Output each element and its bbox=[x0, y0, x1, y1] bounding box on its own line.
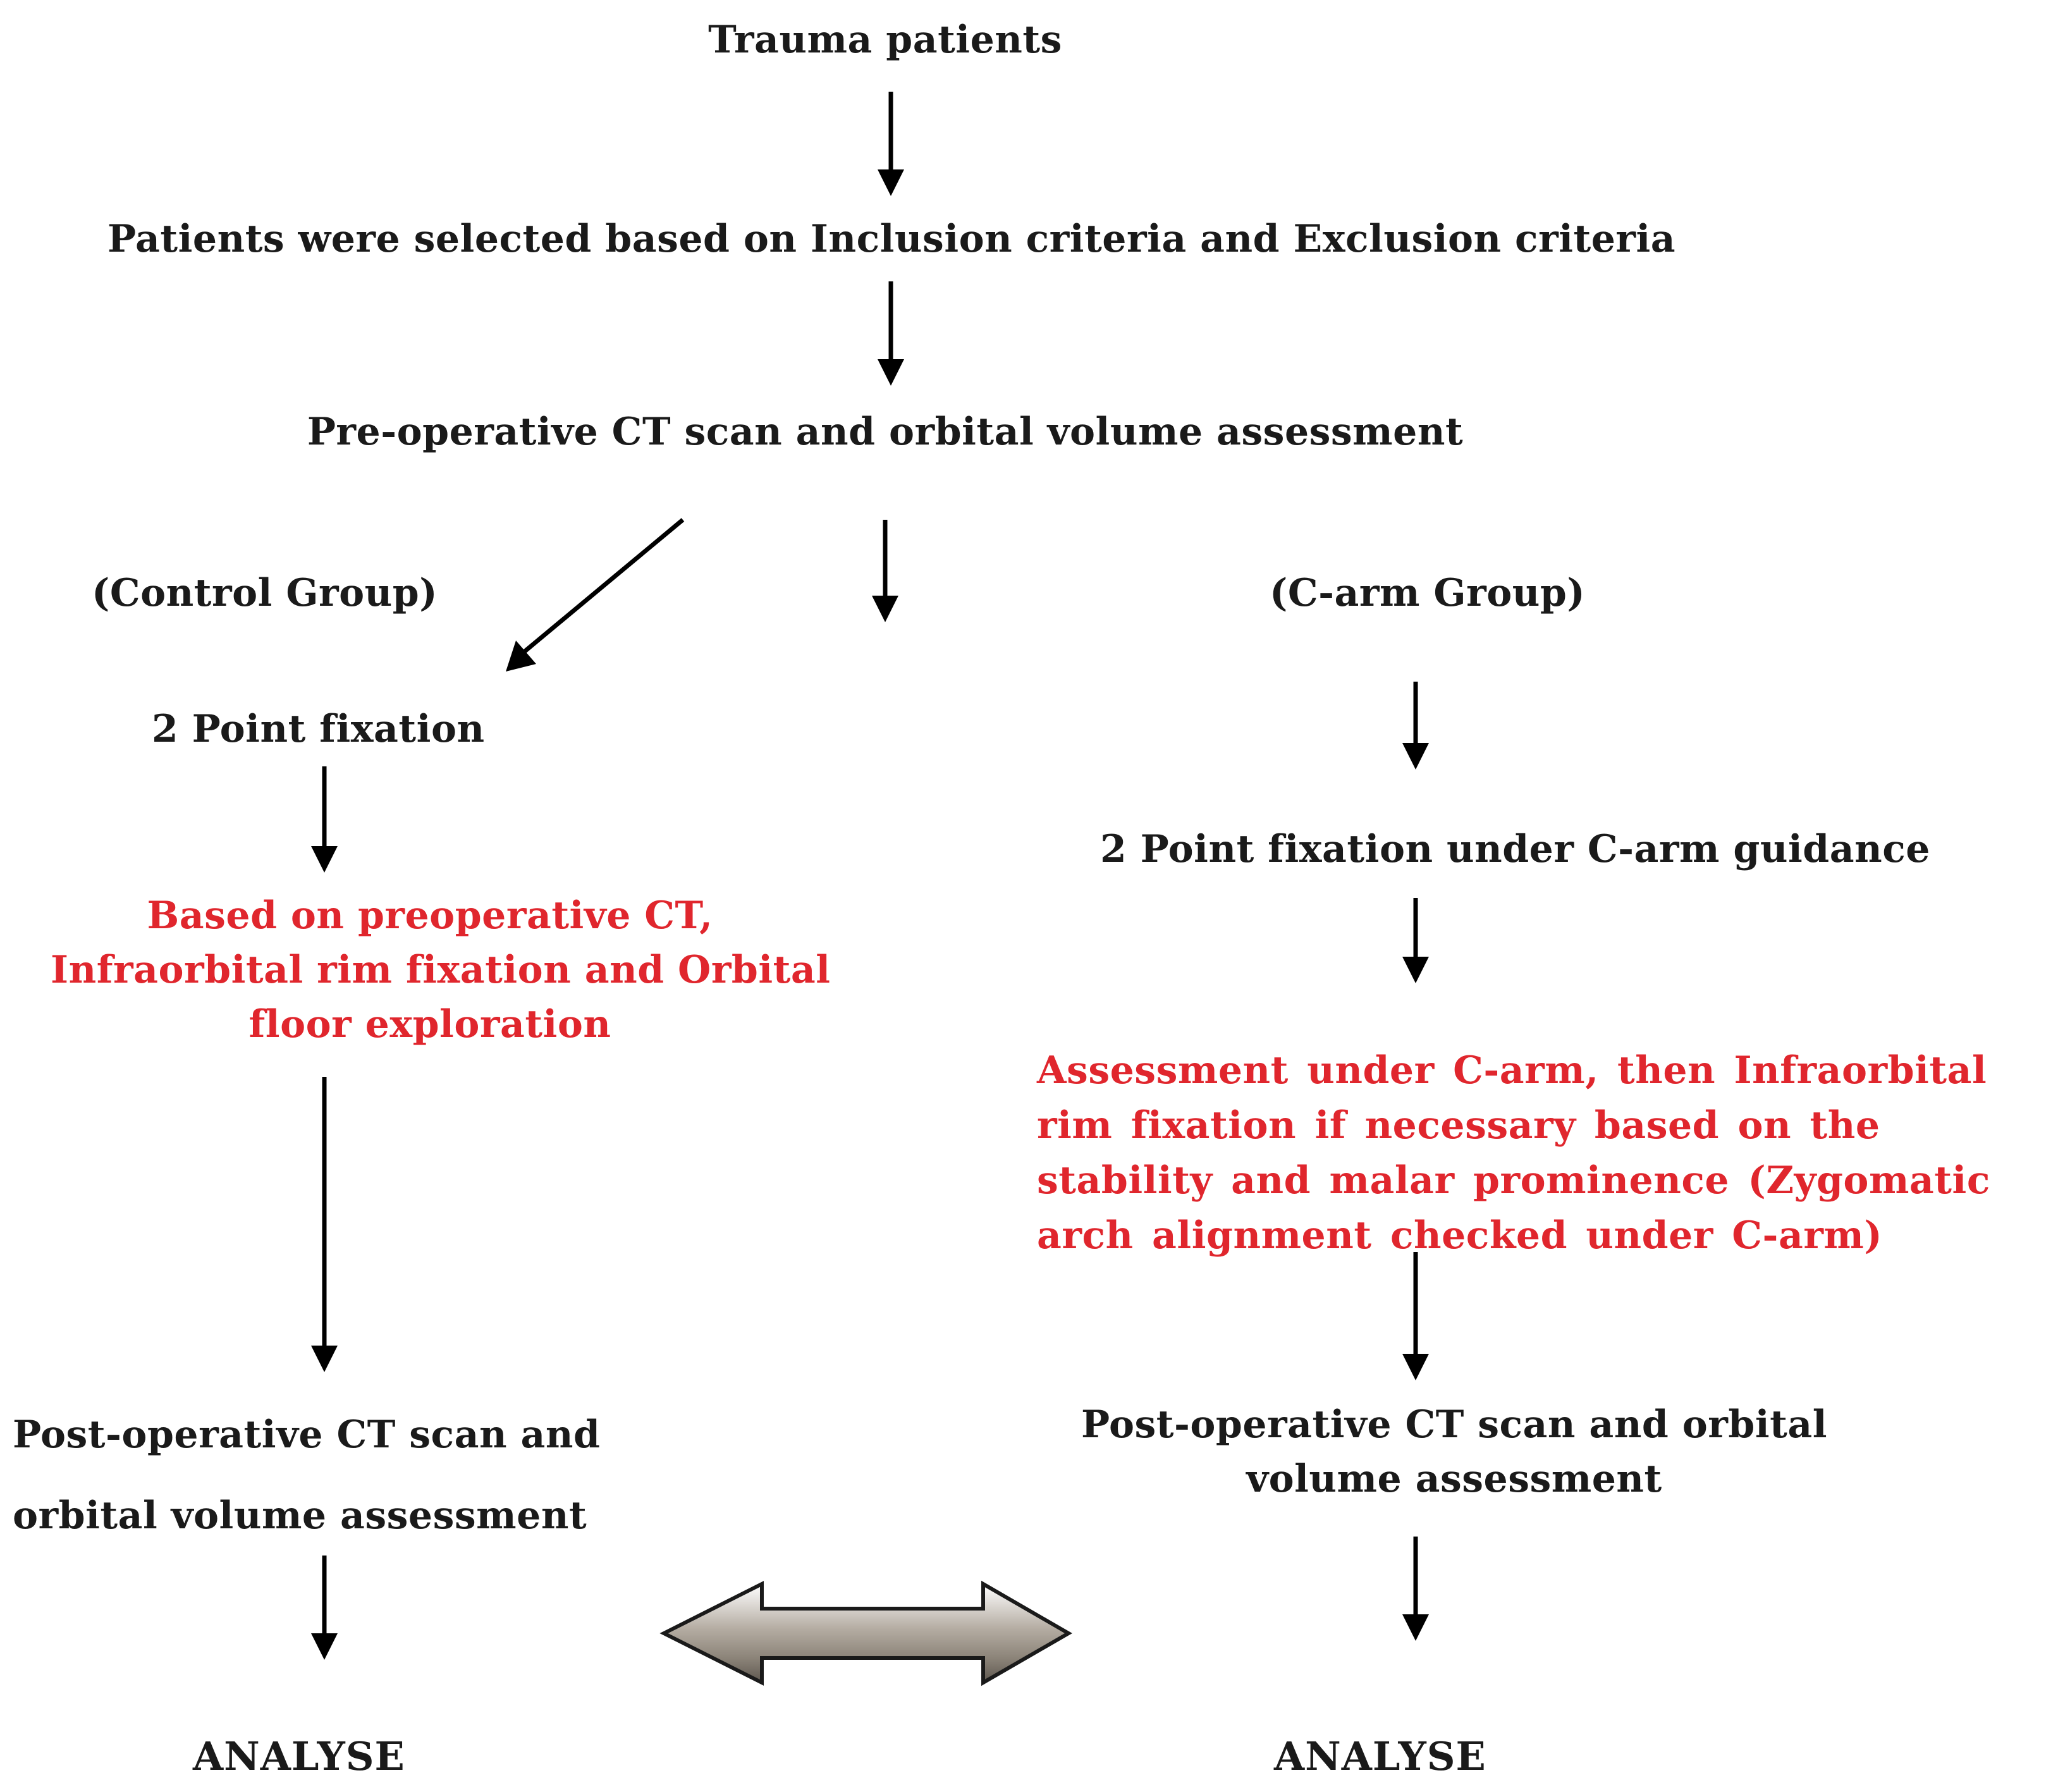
carm-postop-line-1: Post-operative CT scan and orbital bbox=[1081, 1402, 1828, 1447]
carm-fixation-node: 2 Point fixation under C-arm guidance bbox=[1100, 827, 1930, 871]
double-headed-arrow-icon bbox=[659, 1580, 1072, 1686]
arrow-selection-to-preop bbox=[878, 281, 904, 386]
trauma-patients-node: Trauma patients bbox=[708, 18, 1062, 62]
control-postop-line-2: orbital volume assessment bbox=[13, 1494, 587, 1538]
arrow-control-fixation-to-red bbox=[311, 766, 338, 873]
arrow-control-postop-to-analyse bbox=[311, 1556, 338, 1660]
carm-postop-node: Post-operative CT scan and orbital volum… bbox=[1043, 1397, 1865, 1506]
carm-red-node: Assessment under C-arm, then Infraorbita… bbox=[1037, 1048, 1990, 1258]
arrow-carm-red-to-postop bbox=[1402, 1252, 1429, 1380]
control-red-node: Based on preoperative CT, Infraorbital r… bbox=[51, 888, 831, 1052]
control-red-line-2: Infraorbital rim fixation and Orbital bbox=[51, 948, 831, 992]
arrow-carm-fixation-to-red bbox=[1402, 898, 1429, 983]
control-postop-node: Post-operative CT scan and orbital volum… bbox=[13, 1394, 601, 1556]
arrow-preop-to-control bbox=[506, 518, 685, 672]
arrow-carm-group-to-fixation bbox=[1402, 682, 1429, 770]
carm-postop-line-2: volume assessment bbox=[1246, 1457, 1662, 1501]
preop-ct-node: Pre-operative CT scan and orbital volume… bbox=[307, 410, 1464, 454]
arrow-trauma-to-selection bbox=[878, 92, 904, 196]
control-group-label: (Control Group) bbox=[92, 571, 438, 615]
control-postop-line-1: Post-operative CT scan and bbox=[13, 1413, 601, 1457]
control-fixation-node: 2 Point fixation bbox=[152, 707, 485, 751]
control-red-line-3: floor exploration bbox=[248, 1002, 611, 1046]
arrow-control-red-to-postop bbox=[311, 1077, 338, 1372]
patient-selection-node: Patients were selected based on Inclusio… bbox=[107, 217, 1676, 261]
carm-group-label: (C-arm Group) bbox=[1270, 571, 1586, 615]
carm-analyse-node: ANALYSE bbox=[1274, 1733, 1486, 1779]
arrow-preop-down bbox=[872, 520, 898, 622]
control-red-line-1: Based on preoperative CT, bbox=[147, 893, 713, 938]
control-analyse-node: ANALYSE bbox=[193, 1733, 405, 1779]
arrow-carm-postop-to-analyse bbox=[1402, 1537, 1429, 1641]
